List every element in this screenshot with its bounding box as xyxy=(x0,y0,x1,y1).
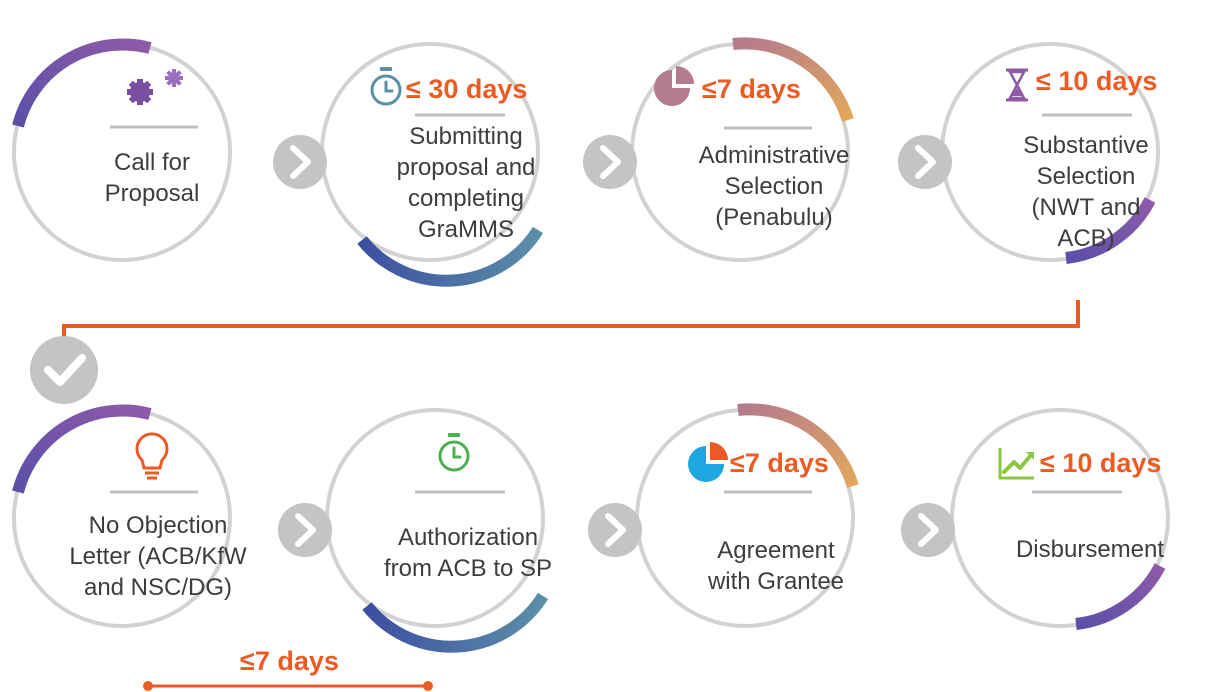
step-label: Call for Proposal xyxy=(32,147,272,209)
accent-arc xyxy=(12,404,152,494)
accent-arc xyxy=(1065,197,1156,264)
step-label-line: (Penabulu) xyxy=(715,204,833,231)
step-label-line: Selection xyxy=(1036,163,1136,190)
step-label-line: with Grantee xyxy=(707,568,845,595)
accent-arc xyxy=(357,226,544,287)
step-label-line: proposal and xyxy=(396,154,536,181)
step-label-line: Call for xyxy=(113,149,191,176)
step-label: Substantive Selection (NWT and ACB) xyxy=(966,130,1206,254)
next-step-arrow-icon xyxy=(901,503,955,557)
step-label-line: from ACB to SP xyxy=(383,555,553,582)
step-label: Administrative Selection (Penabulu) xyxy=(654,140,894,233)
next-step-arrow-icon xyxy=(278,503,332,557)
step-label-line: Letter (ACB/KfW xyxy=(69,543,247,570)
step-label-line: Authorization xyxy=(397,524,539,551)
hourglass-icon xyxy=(1006,68,1028,102)
step-label-line: No Objection xyxy=(88,512,228,539)
stopwatch-icon xyxy=(370,67,402,106)
stopwatch-icon xyxy=(438,433,470,472)
pie-chart-icon xyxy=(688,442,728,482)
gears-icon xyxy=(127,69,183,105)
accent-arc xyxy=(732,37,854,122)
accent-arc xyxy=(1075,563,1166,630)
step-label: Agreement with Grantee xyxy=(656,535,896,597)
duration-label: ≤ 10 days xyxy=(1036,66,1158,96)
duration-label: ≤ 10 days xyxy=(1040,448,1162,478)
step-label-line: GraMMS xyxy=(418,216,514,243)
step-label: Submitting proposal and completing GraMM… xyxy=(346,121,586,245)
step-label-line: (NWT and xyxy=(1031,194,1141,221)
checkmark-icon xyxy=(30,336,98,404)
step-label-line: Agreement xyxy=(717,537,835,564)
duration-label: ≤7 days xyxy=(730,448,829,478)
next-step-arrow-icon xyxy=(583,135,637,189)
duration-label: ≤7 days xyxy=(702,74,801,104)
span-duration-label: ≤7 days xyxy=(240,646,339,676)
stage-ring xyxy=(325,408,545,628)
step-label-line: Substantive xyxy=(1023,132,1149,159)
next-step-arrow-icon xyxy=(588,503,642,557)
step-label-line: and NSC/DG) xyxy=(83,574,233,601)
step-label: No Objection Letter (ACB/KfW and NSC/DG) xyxy=(38,510,278,603)
step-label-line: completing xyxy=(407,185,525,212)
next-step-arrow-icon xyxy=(898,135,952,189)
row-connector-line xyxy=(62,300,1080,352)
step-label-line: Selection xyxy=(724,173,824,200)
step-label-line: ACB) xyxy=(1057,225,1115,252)
accent-arc xyxy=(12,38,152,128)
duration-label: ≤ 30 days xyxy=(406,74,528,104)
growth-chart-icon xyxy=(998,448,1034,480)
next-step-arrow-icon xyxy=(273,135,327,189)
step-label: Disbursement xyxy=(970,534,1210,565)
step-label: Authorization from ACB to SP xyxy=(348,522,588,584)
step-label-line: Disbursement xyxy=(1015,536,1165,563)
accent-arc xyxy=(362,592,549,653)
step-label-line: Submitting xyxy=(409,123,523,150)
separator-rules xyxy=(110,113,1132,494)
step-label-line: Administrative xyxy=(698,142,850,169)
lightbulb-icon xyxy=(135,432,169,480)
span-indicator xyxy=(143,681,433,691)
step-label-line: Proposal xyxy=(104,180,200,207)
accent-arc xyxy=(737,403,859,488)
pie-chart-icon xyxy=(654,66,694,106)
